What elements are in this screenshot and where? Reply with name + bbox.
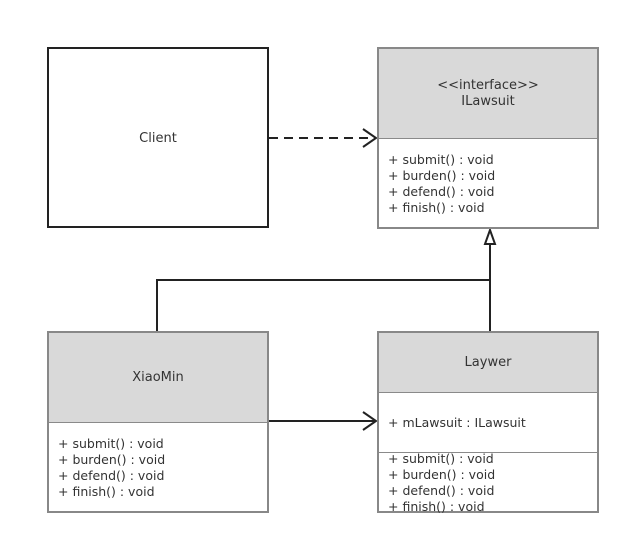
ilawsuit-header: <<interface>> ILawsuit: [379, 49, 597, 138]
ilawsuit-method: + defend() : void: [388, 184, 495, 199]
xiaomin-class-box[interactable]: XiaoMin + submit() : void + burden() : v…: [47, 331, 269, 513]
ilawsuit-divider: [379, 138, 597, 139]
ilawsuit-name: ILawsuit: [461, 94, 515, 109]
laywer-method: + defend() : void: [388, 483, 495, 498]
client-class-name: Client: [139, 131, 177, 146]
xiaomin-divider: [49, 422, 267, 423]
xiaomin-header: XiaoMin: [49, 333, 267, 422]
xiaomin-method: + submit() : void: [58, 436, 164, 451]
ilawsuit-stereotype: <<interface>>: [437, 78, 539, 93]
laywer-divider-bottom: [379, 452, 597, 453]
laywer-method: + finish() : void: [388, 499, 485, 514]
laywer-attribute: + mLawsuit : ILawsuit: [388, 415, 526, 430]
laywer-header: Laywer: [379, 333, 597, 392]
laywer-class-box[interactable]: Laywer + mLawsuit : ILawsuit + submit() …: [377, 331, 599, 514]
laywer-method: + submit() : void: [388, 451, 494, 466]
xiaomin-method: + finish() : void: [58, 484, 155, 499]
association-arrowhead: [362, 411, 378, 431]
xiaomin-method: + defend() : void: [58, 468, 165, 483]
ilawsuit-method: + burden() : void: [388, 168, 496, 183]
ilawsuit-method: + submit() : void: [388, 152, 494, 167]
laywer-divider-top: [379, 392, 597, 393]
realization-arrowhead: [483, 227, 497, 245]
client-class-box[interactable]: Client: [47, 47, 269, 228]
ilawsuit-method: + finish() : void: [388, 200, 485, 215]
xiaomin-method: + burden() : void: [58, 452, 166, 467]
laywer-method: + burden() : void: [388, 467, 496, 482]
xiaomin-realization-line: [156, 279, 490, 331]
xiaomin-class-name: XiaoMin: [132, 370, 184, 385]
ilawsuit-interface-box[interactable]: <<interface>> ILawsuit + submit() : void…: [377, 47, 599, 229]
client-dependency-arrowhead: [362, 128, 378, 148]
laywer-class-name: Laywer: [464, 355, 512, 370]
